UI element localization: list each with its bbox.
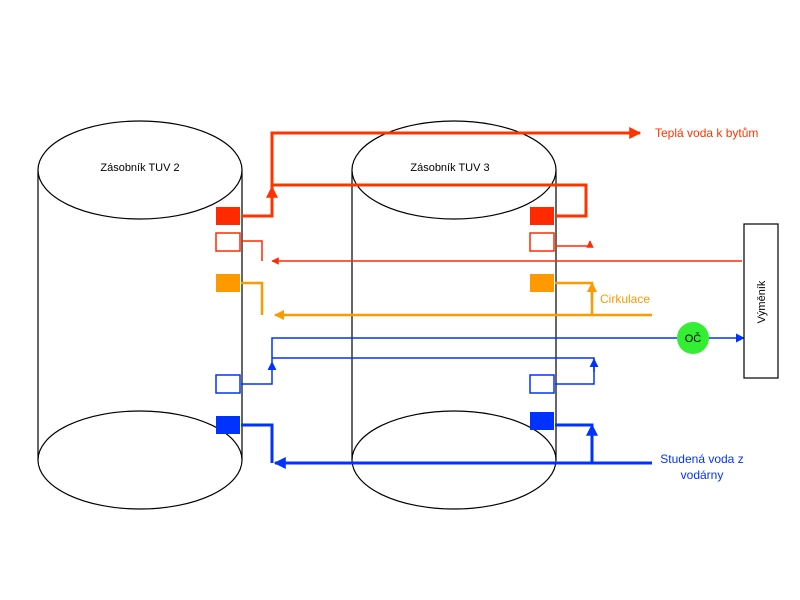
circulation-label: Cirkulace <box>600 292 650 306</box>
circulation-pipe <box>241 281 652 320</box>
port-hot-return-tank2 <box>215 232 241 252</box>
circulation-pump: OČ <box>677 322 709 354</box>
tank-tuv-2-title: Zásobník TUV 2 <box>100 162 179 174</box>
port-cold-in-tank3 <box>530 412 554 430</box>
tank-tuv-3-title: Zásobník TUV 3 <box>410 162 489 174</box>
hot-water-label: Teplá voda k bytům <box>655 126 758 140</box>
port-cold-feed-tank3 <box>529 374 555 394</box>
hot-return-pipe <box>241 240 742 265</box>
hot-water-pipe <box>241 127 642 218</box>
heat-exchanger-label: Výměník <box>756 280 768 323</box>
cold-water-pipe <box>241 423 652 469</box>
heat-exchanger: Výměník <box>743 223 779 379</box>
port-cold-in-tank2 <box>216 416 240 434</box>
cold-water-label-line2: vodárny <box>681 468 724 482</box>
tank-tuv-2: Zásobník TUV 2 <box>37 120 243 510</box>
circulation-pump-label: OČ <box>685 332 702 345</box>
port-cold-feed-tank2 <box>215 374 241 394</box>
port-hot-return-tank3 <box>529 232 555 252</box>
port-hot-out-tank3 <box>530 207 554 225</box>
port-hot-out-tank2 <box>216 207 240 225</box>
cold-feed-pipe <box>241 333 745 385</box>
port-circulation-tank3 <box>530 274 554 292</box>
cold-water-label-line1: Studená voda z <box>660 452 743 466</box>
port-circulation-tank2 <box>216 274 240 292</box>
